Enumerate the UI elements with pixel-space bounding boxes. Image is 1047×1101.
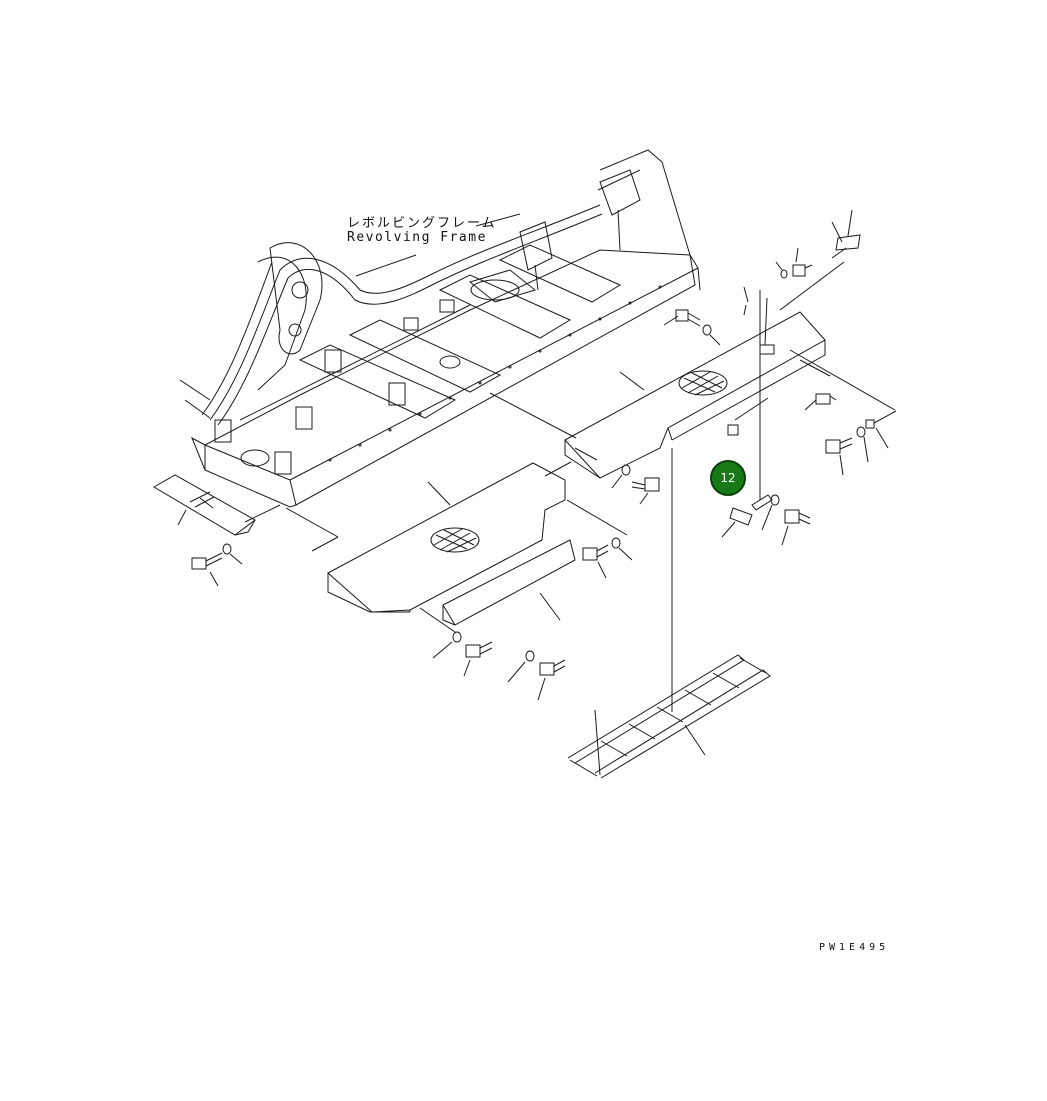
middle-side-cover xyxy=(327,462,566,613)
ladder xyxy=(567,654,771,779)
revolving-frame xyxy=(179,149,701,508)
callout-number: 12 xyxy=(720,471,736,485)
assembly-lines xyxy=(244,261,896,712)
fasteners xyxy=(191,209,897,701)
front-cover-plate xyxy=(153,474,256,536)
drawing-code: PW1E495 xyxy=(819,942,890,953)
revolving-frame-label-japanese: レボルビングフレーム xyxy=(347,216,497,231)
revolving-frame-label-english: Revolving Frame xyxy=(347,230,487,245)
right-side-cover xyxy=(564,311,826,479)
step-cover xyxy=(442,539,576,626)
part-callout-badge[interactable]: 12 xyxy=(710,460,746,496)
